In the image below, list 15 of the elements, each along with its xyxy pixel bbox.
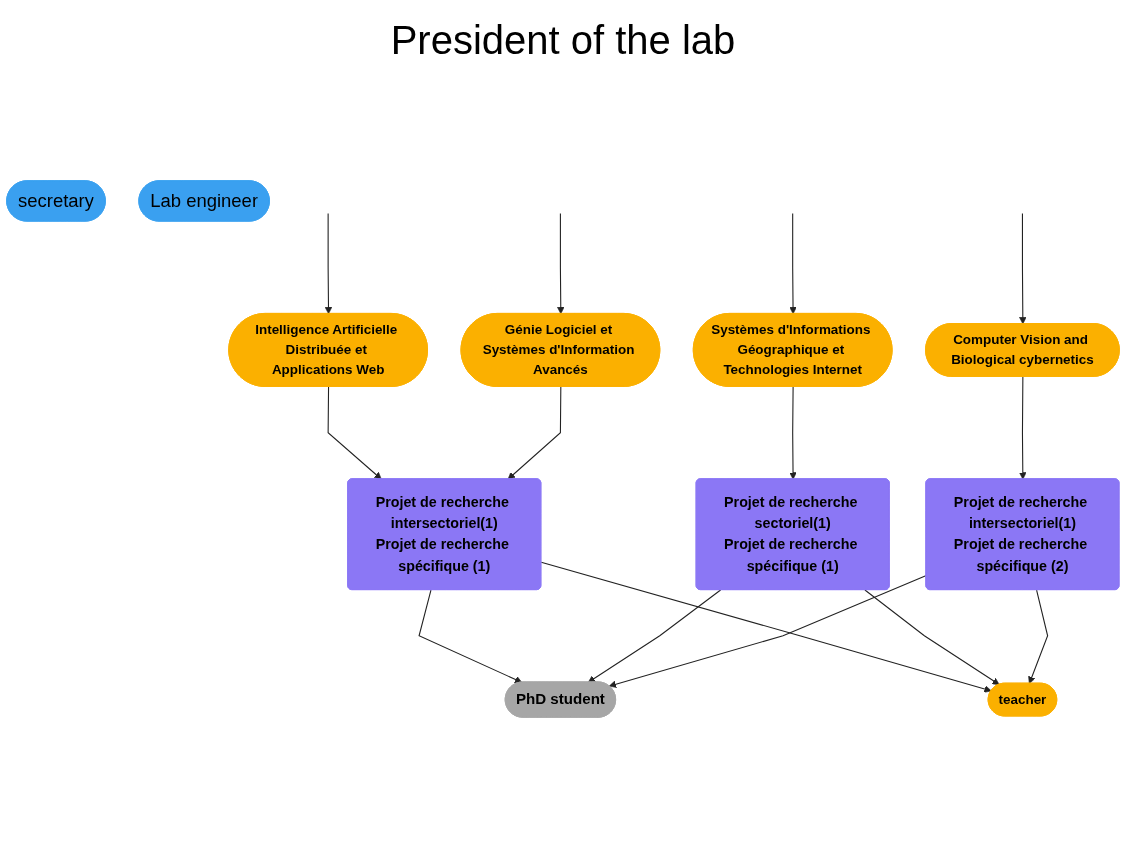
arrow [1028,589,1049,684]
arrow [1019,376,1027,480]
arrow [540,561,992,693]
arrow [587,589,722,683]
arrow [864,589,1000,685]
arrow [324,213,333,315]
arrow [789,213,797,315]
arrow [557,213,565,315]
arrow [418,589,523,684]
arrow [1019,213,1027,325]
arrow [789,386,797,480]
arrow [327,386,382,480]
arrow [507,386,562,480]
arrow [608,575,927,688]
diagram-title: President of the lab [389,18,737,63]
